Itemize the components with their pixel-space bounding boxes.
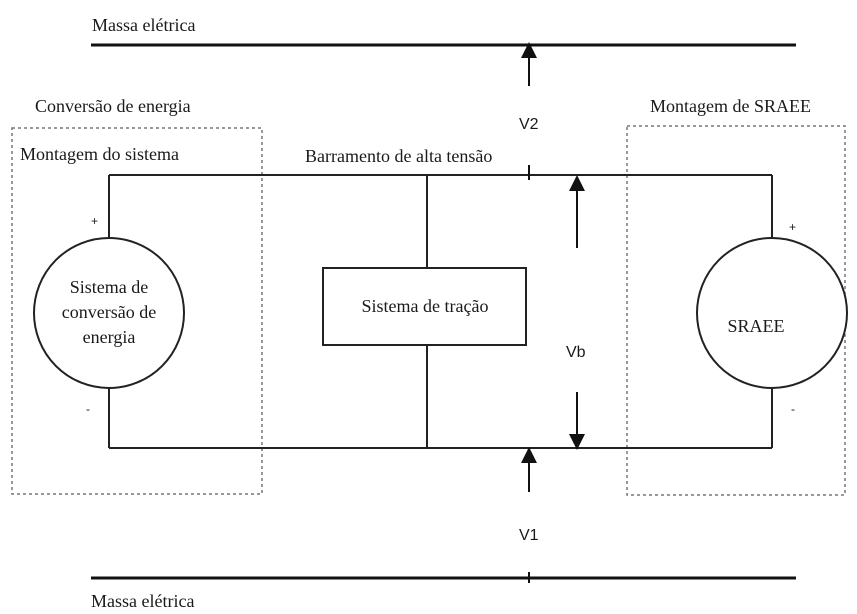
right-minus-sign: -	[791, 402, 795, 416]
sraee-source	[696, 237, 848, 389]
ground-label-top: Massa elétrica	[92, 15, 195, 35]
v1-label: V1	[519, 527, 539, 544]
conversion-group-label: Conversão de energia	[35, 96, 191, 116]
system-assembly-label: Montagem do sistema	[20, 144, 179, 164]
vb-label: Vb	[566, 344, 586, 361]
right-plus-sign: +	[789, 220, 796, 234]
sraee-assembly-label: Montagem de SRAEE	[650, 96, 811, 116]
system-assembly-box	[11, 127, 263, 495]
v2-label: V2	[519, 116, 539, 133]
ground-label-bottom: Massa elétrica	[91, 591, 194, 611]
energy-conversion-source-line-1: Sistema de	[70, 277, 149, 297]
traction-system-box	[322, 267, 527, 346]
sraee-source-label: SRAEE	[727, 316, 784, 336]
left-minus-sign: -	[86, 402, 90, 416]
left-plus-sign: +	[91, 214, 98, 228]
energy-conversion-source	[33, 237, 185, 389]
traction-system-label: Sistema de tração	[362, 296, 489, 316]
energy-conversion-source-line-2: conversão de	[62, 302, 156, 322]
energy-conversion-source-line-3: energia	[83, 327, 136, 347]
hv-bus-label: Barramento de alta tensão	[305, 146, 492, 166]
